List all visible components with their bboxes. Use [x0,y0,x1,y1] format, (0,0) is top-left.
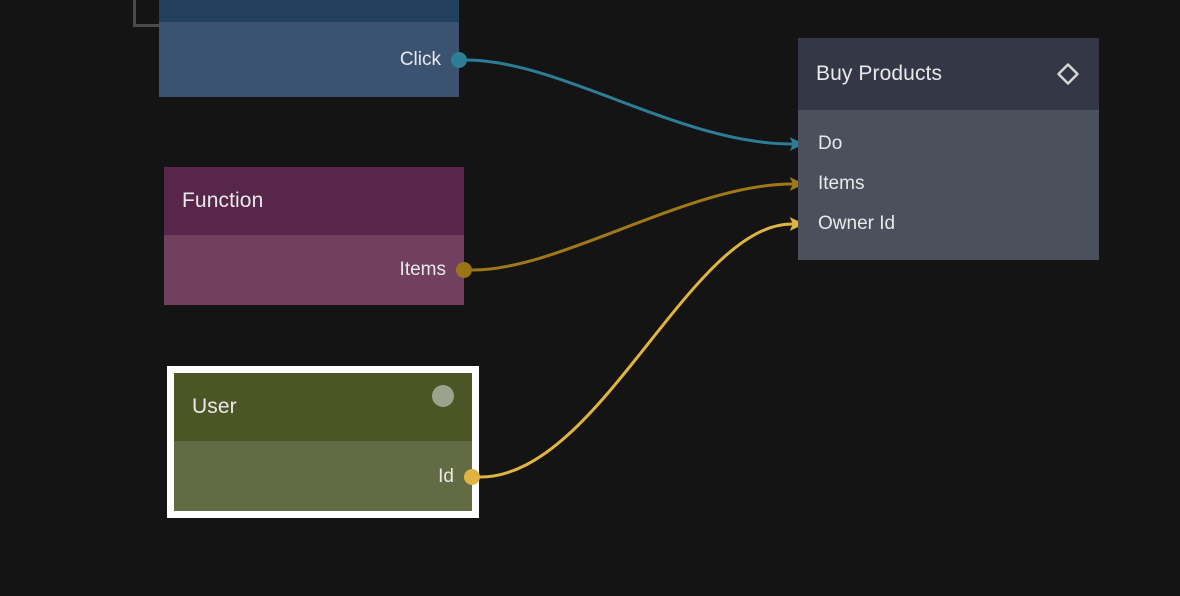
output-port-row[interactable]: Items [400,258,446,282]
node-title: Function [182,189,264,212]
node-title: User [192,395,237,418]
connection-wire[interactable] [471,177,805,272]
node-body[interactable] [159,22,459,97]
connection-wire[interactable] [478,217,805,479]
connection-wire[interactable] [464,58,805,151]
node-body[interactable] [174,441,472,511]
node-body[interactable] [164,235,464,305]
node-header[interactable]: Function [164,167,464,235]
output-port-dot[interactable] [464,469,480,485]
node-surface[interactable]: Buy Products [798,38,1099,260]
node-header[interactable]: Buy Products [798,38,1099,110]
output-port-label: Items [399,259,446,280]
node-title: Buy Products [816,62,943,85]
circle-icon [432,385,454,407]
selection-bracket [133,0,162,27]
output-port-dot[interactable] [451,52,467,68]
input-port-row[interactable]: Items [818,172,864,196]
input-port-row[interactable]: Do [818,132,842,156]
output-port-dot[interactable] [456,262,472,278]
output-port-label: Id [438,466,454,487]
node-body[interactable] [798,110,1099,260]
node-header[interactable]: User [174,373,472,441]
node-surface[interactable] [159,0,459,97]
node-event-node[interactable]: Click [159,0,467,97]
input-port-label: Owner Id [818,213,896,234]
output-port-row[interactable]: Id [438,465,454,489]
input-port-label: Items [818,173,865,194]
diamond-icon [1057,63,1079,85]
node-surface[interactable]: Function [164,167,464,305]
node-surface[interactable]: User [174,373,472,511]
output-port-label: Click [399,49,441,70]
input-port-label: Do [818,133,843,154]
output-port-row[interactable]: Click [400,48,441,72]
node-header[interactable] [159,0,459,22]
input-port-row[interactable]: Owner Id [818,212,895,236]
